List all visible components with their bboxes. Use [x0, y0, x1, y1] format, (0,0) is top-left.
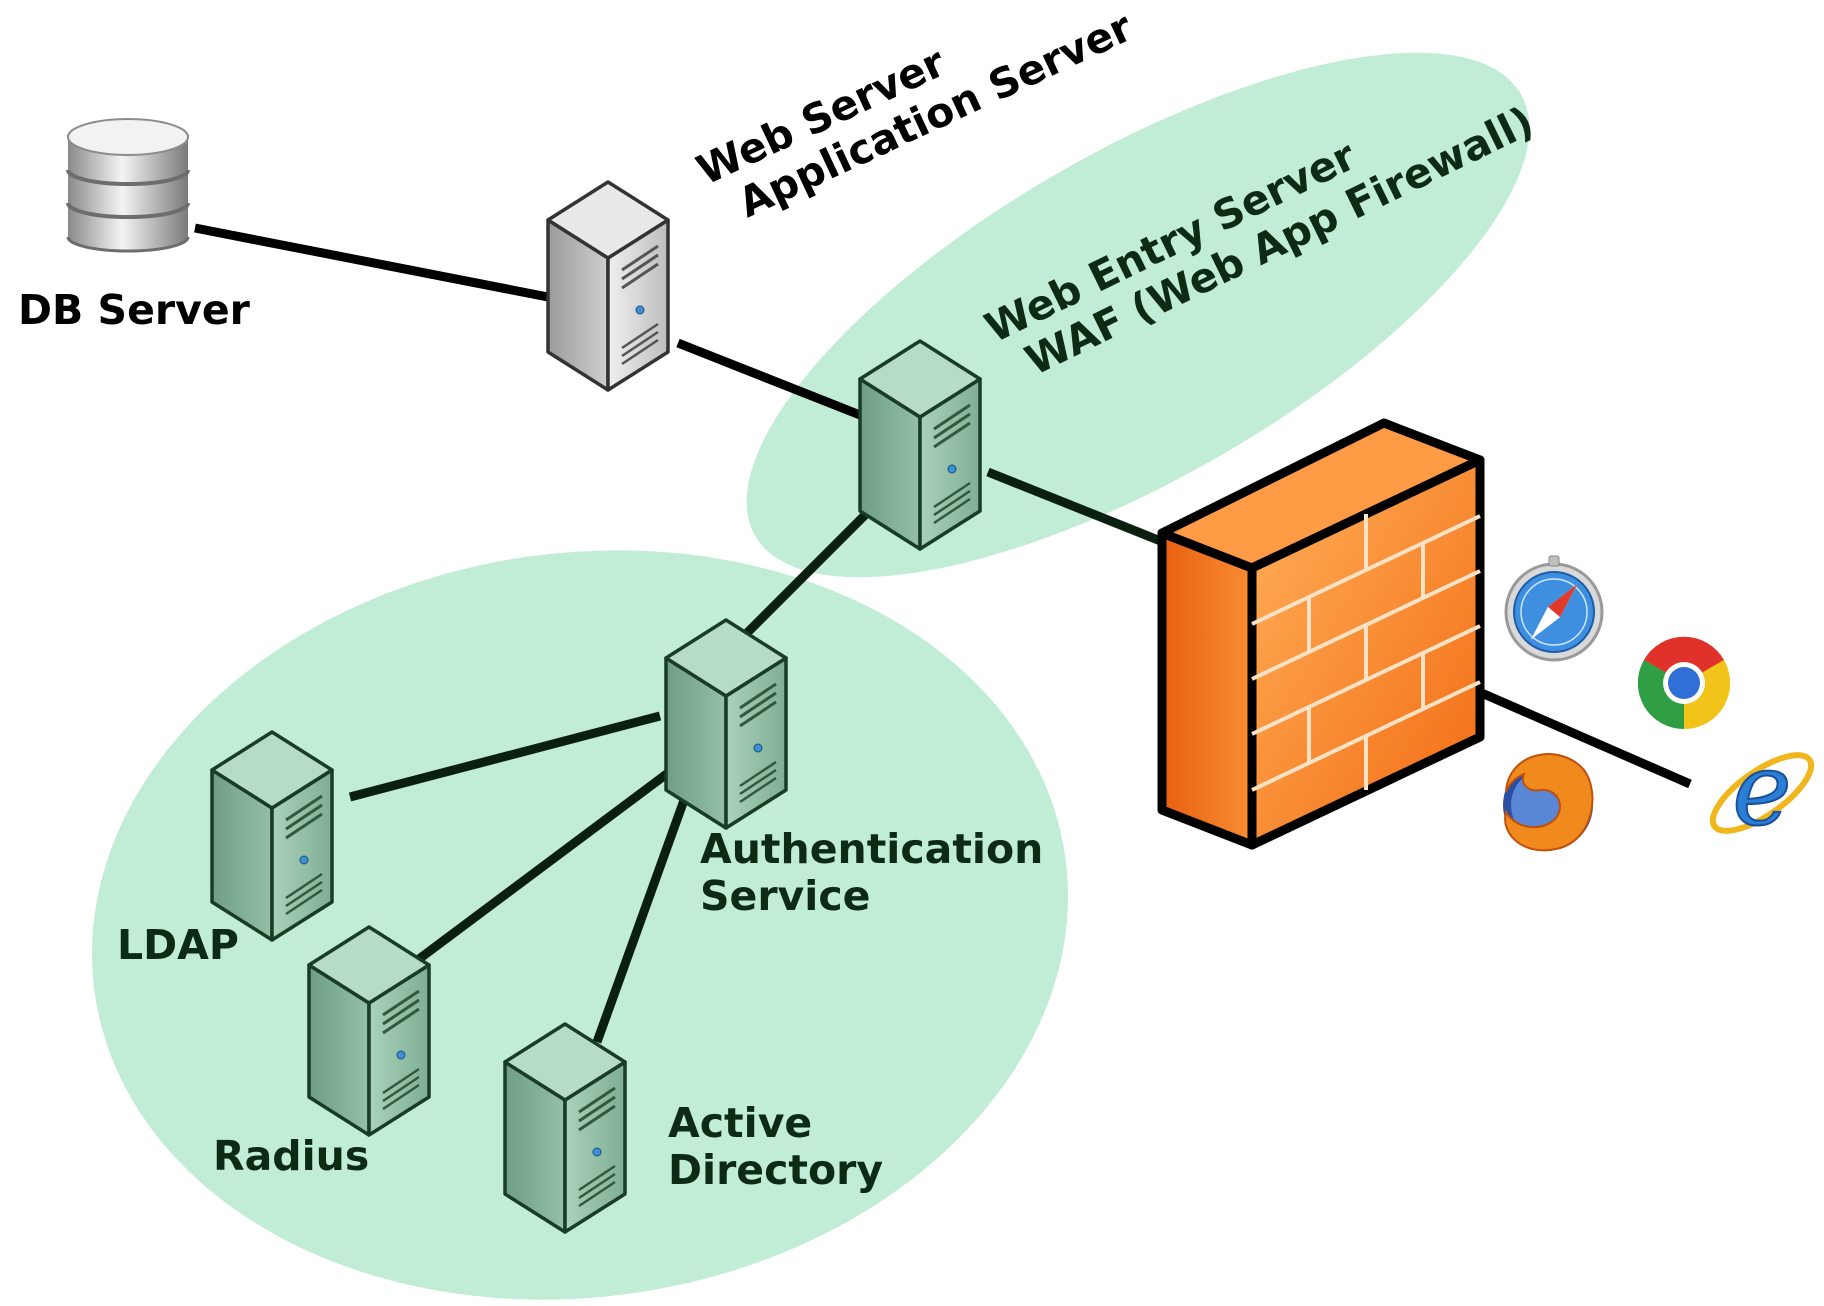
svg-text:e: e: [1732, 731, 1791, 848]
directory-text: Directory: [668, 1146, 884, 1194]
db-server-label: DB Server: [18, 287, 250, 334]
server-icon: [858, 339, 982, 551]
firefox-icon: [1503, 753, 1594, 852]
link-waf-auth: [736, 493, 887, 644]
active-text: Active: [668, 1099, 813, 1147]
radius-text: Radius: [213, 1132, 370, 1180]
server-icon: [307, 925, 431, 1137]
link-waf-firewall: [986, 467, 1165, 547]
server-icon: [664, 618, 788, 830]
radius-label: Radius: [213, 1133, 369, 1180]
server-icon: [503, 1022, 627, 1234]
active-directory-label: Active Directory: [668, 1100, 883, 1194]
link-auth-radius: [412, 754, 691, 966]
link-webserver-waf: [676, 338, 862, 420]
firewall-icon: [1157, 418, 1485, 850]
database-icon: [66, 118, 190, 253]
link-auth-ad: [592, 776, 697, 1044]
db-server-text: DB Server: [18, 286, 250, 334]
safari-icon: [1504, 555, 1604, 662]
authentication-service-label: Authentication Service: [700, 826, 1043, 920]
ldap-text: LDAP: [117, 921, 239, 969]
server-icon: [210, 730, 334, 942]
server-icon: [546, 180, 670, 392]
ldap-label: LDAP: [117, 922, 239, 969]
link-db-webserver: [194, 223, 549, 302]
service-text: Service: [700, 872, 871, 920]
link-auth-ldap: [348, 711, 662, 802]
chrome-icon: [1637, 636, 1731, 730]
internet-explorer-icon: e: [1709, 730, 1815, 849]
authentication-text: Authentication: [700, 825, 1044, 873]
